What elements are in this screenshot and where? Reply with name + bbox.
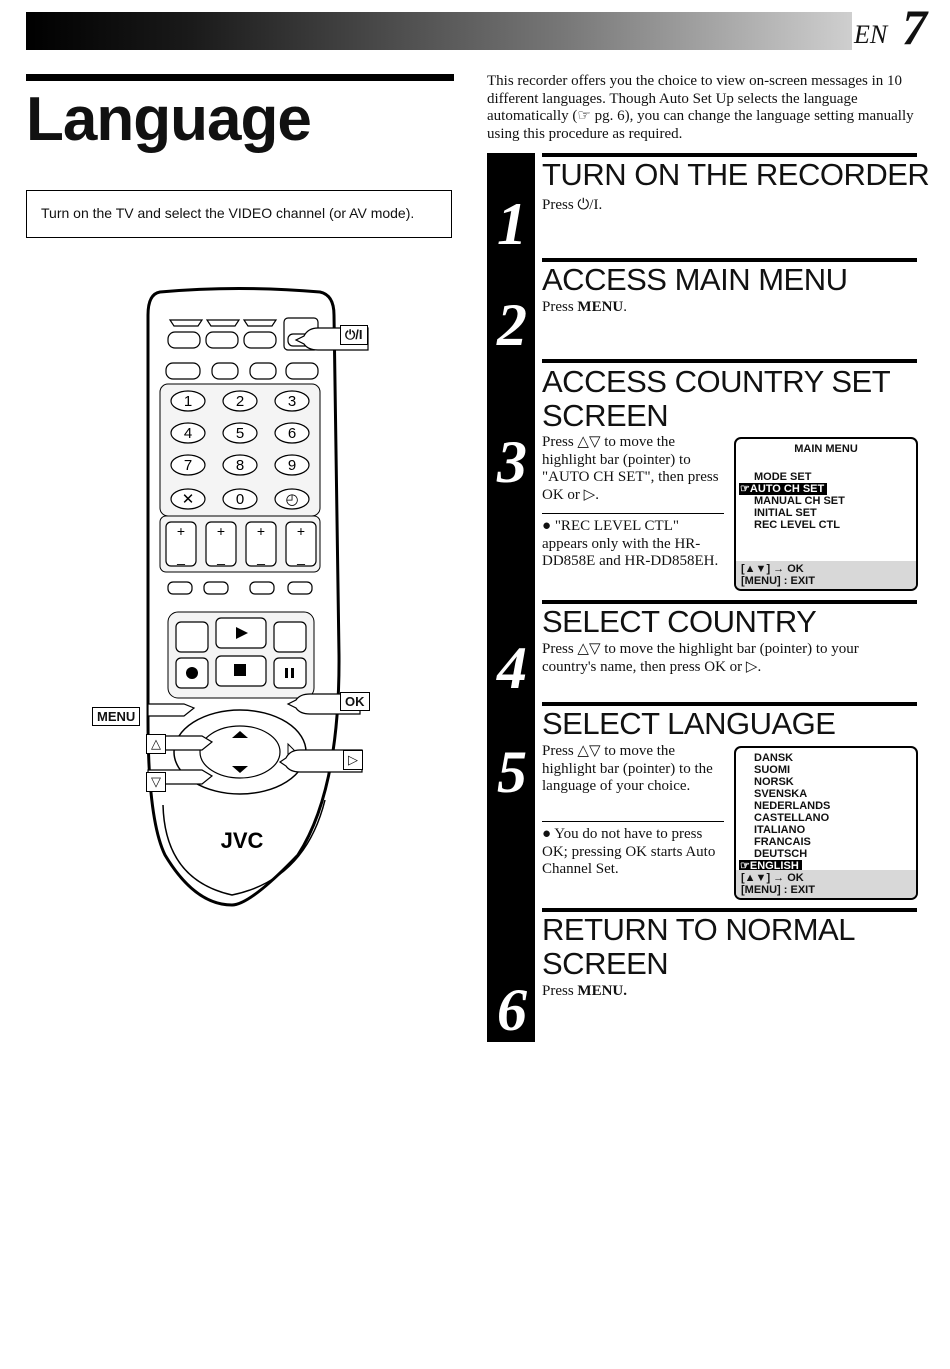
key-cancel: ✕: [182, 491, 195, 508]
key-2: 2: [236, 393, 244, 410]
svg-text:+: +: [217, 523, 225, 539]
key-8: 8: [236, 457, 244, 474]
step-number-bar: [487, 153, 535, 1042]
remote-control-illustration: 1 2 3 4 5 6 7 8 9 ✕ 0 ◴ + + + + _ _ _ _: [146, 287, 369, 907]
step-4-number: 4: [497, 635, 527, 701]
step-2-title: ACCESS MAIN MENU: [542, 262, 848, 297]
osd-lang-francais: FRANCAIS: [754, 836, 811, 848]
osd-item-mode-set: MODE SET: [754, 471, 812, 483]
key-1: 1: [184, 393, 192, 410]
svg-text:+: +: [297, 523, 305, 539]
osd-lang-dansk: DANSK: [754, 752, 794, 764]
svg-text:+: +: [257, 523, 265, 539]
page-title: Language: [26, 85, 312, 154]
step-5-number: 5: [497, 739, 527, 805]
right-arrow-callout: ▷: [343, 750, 363, 770]
osd-main-menu-footer: [▲▼] → OK [MENU] : EXIT: [736, 561, 916, 589]
osd-item-manual-ch-set: MANUAL CH SET: [754, 495, 845, 507]
step-3-divider: [542, 513, 724, 514]
svg-text:_: _: [296, 549, 305, 565]
key-7: 7: [184, 457, 192, 474]
intro-paragraph: This recorder offers you the choice to v…: [487, 73, 914, 142]
key-timer: ◴: [285, 491, 298, 508]
step-3-number: 3: [497, 429, 527, 495]
step-3-rule: [542, 359, 917, 363]
key-9: 9: [288, 457, 296, 474]
osd-lang-svenska: SVENSKA: [754, 788, 808, 800]
osd-lang-italiano: ITALIANO: [754, 824, 806, 836]
step-1-number: 1: [497, 191, 527, 257]
language-code: EN: [854, 20, 888, 49]
step-5-body: Press △▽ to move the highlight bar (poin…: [542, 743, 713, 794]
step-4-rule: [542, 600, 917, 604]
step-6-rule: [542, 908, 917, 912]
header-gradient-bar: [26, 12, 852, 50]
step-6-title-line-2: SCREEN: [542, 946, 669, 981]
step-2-number: 2: [497, 292, 527, 358]
step-1-body: Press ⏻/I.: [542, 197, 603, 213]
key-6: 6: [288, 425, 296, 442]
osd-language-footer: [▲▼] → OK [MENU] : EXIT: [736, 870, 916, 898]
down-arrow-callout: ▽: [146, 772, 166, 792]
step-1-rule: [542, 153, 917, 157]
step-2-body: Press MENU.: [542, 299, 627, 315]
page-number: 7: [902, 0, 927, 55]
osd-lang-deutsch: DEUTSCH: [754, 848, 808, 860]
title-rule: [26, 74, 454, 81]
osd-main-menu-header: MAIN MENU: [794, 443, 858, 455]
step-5-divider: [542, 821, 724, 822]
step-4-body: Press △▽ to move the highlight bar (poin…: [542, 641, 859, 675]
step-2-rule: [542, 258, 917, 262]
svg-text:_: _: [216, 549, 225, 565]
osd-lang-english: ☞ENGLISH: [736, 860, 916, 872]
brand-logo: JVC: [221, 828, 264, 853]
svg-text:_: _: [256, 549, 265, 565]
osd-item-auto-ch-set: ☞AUTO CH SET: [736, 483, 916, 495]
osd-lang-norsk: NORSK: [754, 776, 794, 788]
step-6-number: 6: [497, 977, 527, 1043]
osd-language-menu: DANSK SUOMI NORSK SVENSKA NEDERLANDS CAS…: [734, 746, 918, 900]
key-0: 0: [236, 491, 244, 508]
step-6-title-line-1: RETURN TO NORMAL: [542, 912, 855, 947]
osd-item-initial-set: INITIAL SET: [754, 507, 817, 519]
step-3-title-line-1: ACCESS COUNTRY SET: [542, 364, 891, 399]
step-3-title-line-2: SCREEN: [542, 398, 669, 433]
step-6-body: Press MENU.: [542, 983, 627, 999]
svg-text:_: _: [176, 549, 185, 565]
step-5-title: SELECT LANGUAGE: [542, 706, 836, 741]
step-1-title: TURN ON THE RECORDER: [542, 157, 930, 192]
step-4-title: SELECT COUNTRY: [542, 604, 817, 639]
step-5-rule: [542, 702, 917, 706]
step-3-note: ● "REC LEVEL CTL" appears only with the …: [542, 518, 719, 569]
step-5-note: ● You do not have to press OK; pressing …: [542, 826, 716, 877]
osd-item-rec-level-ctl: REC LEVEL CTL: [754, 519, 840, 531]
osd-main-menu: MAIN MENU MODE SET ☞AUTO CH SET MANUAL C…: [734, 437, 918, 591]
osd-lang-castellano: CASTELLANO: [754, 812, 830, 824]
svg-text:+: +: [177, 523, 185, 539]
step-3-body: Press △▽ to move the highlight bar (poin…: [542, 434, 719, 503]
menu-callout: MENU: [92, 707, 141, 726]
key-4: 4: [184, 425, 192, 442]
key-3: 3: [288, 393, 296, 410]
power-callout: ⏻/I: [340, 325, 368, 345]
osd-lang-nederlands: NEDERLANDS: [754, 800, 831, 812]
osd-lang-suomi: SUOMI: [754, 764, 791, 776]
ok-callout: OK: [340, 692, 370, 711]
key-5: 5: [236, 425, 244, 442]
up-arrow-callout: △: [146, 734, 166, 754]
prerequisite-note: Turn on the TV and select the VIDEO chan…: [26, 190, 452, 238]
